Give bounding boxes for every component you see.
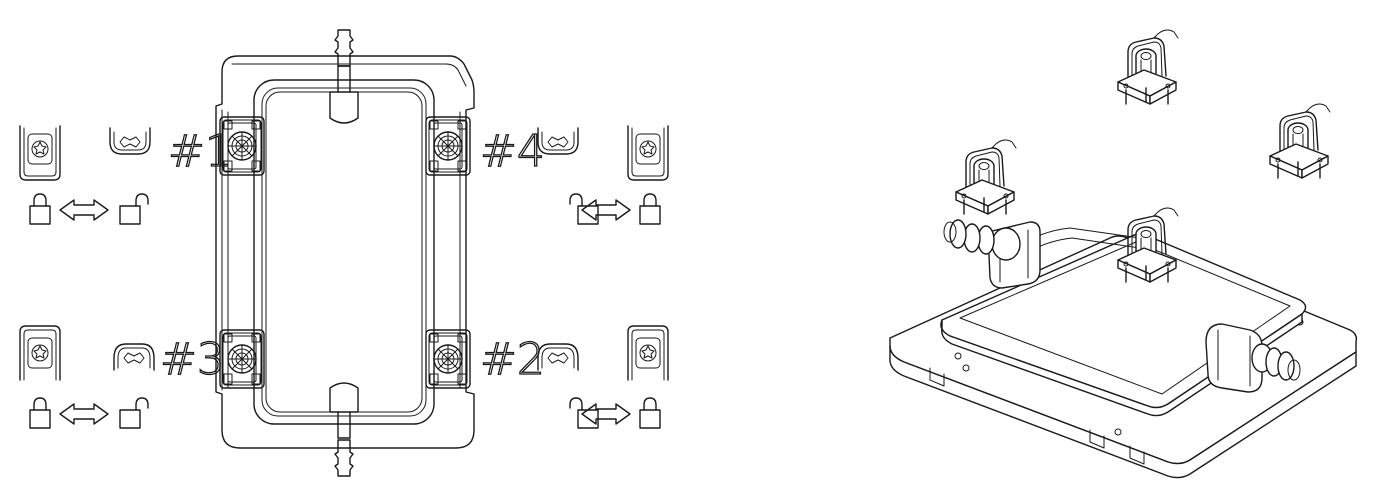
iso-clip-left [955, 139, 1017, 215]
clip-icon [19, 325, 61, 381]
lock-icon [639, 193, 661, 225]
label-clip-3: #3 [160, 334, 225, 385]
clip-slot-2 [425, 329, 471, 389]
bottom-barb-icon [334, 439, 354, 477]
lock-icon [639, 397, 661, 429]
clip-slot-4 [425, 116, 471, 176]
isometric-assembly [889, 219, 1358, 479]
iso-clip-top [1117, 29, 1179, 105]
iso-clip-right [1269, 103, 1331, 179]
label-clip-2: #2 [480, 334, 545, 385]
label-clip-1: #1 [168, 126, 233, 177]
unlock-icon [119, 193, 149, 225]
unlock-icon [119, 397, 149, 429]
lock-icon [29, 193, 51, 225]
clip-icon [627, 125, 669, 181]
clip-icon [19, 125, 61, 181]
label-clip-4: #4 [480, 126, 545, 177]
clip-icon [109, 127, 151, 155]
lock-icon [29, 397, 51, 429]
top-view-frame [215, 55, 475, 449]
clip-icon [113, 343, 155, 371]
double-arrow-icon [581, 403, 631, 425]
clip-slot-3 [219, 329, 265, 389]
double-arrow-icon [581, 199, 631, 221]
top-barb-icon [334, 29, 354, 67]
double-arrow-icon [59, 403, 109, 425]
double-arrow-icon [59, 199, 109, 221]
clip-icon [627, 325, 669, 381]
